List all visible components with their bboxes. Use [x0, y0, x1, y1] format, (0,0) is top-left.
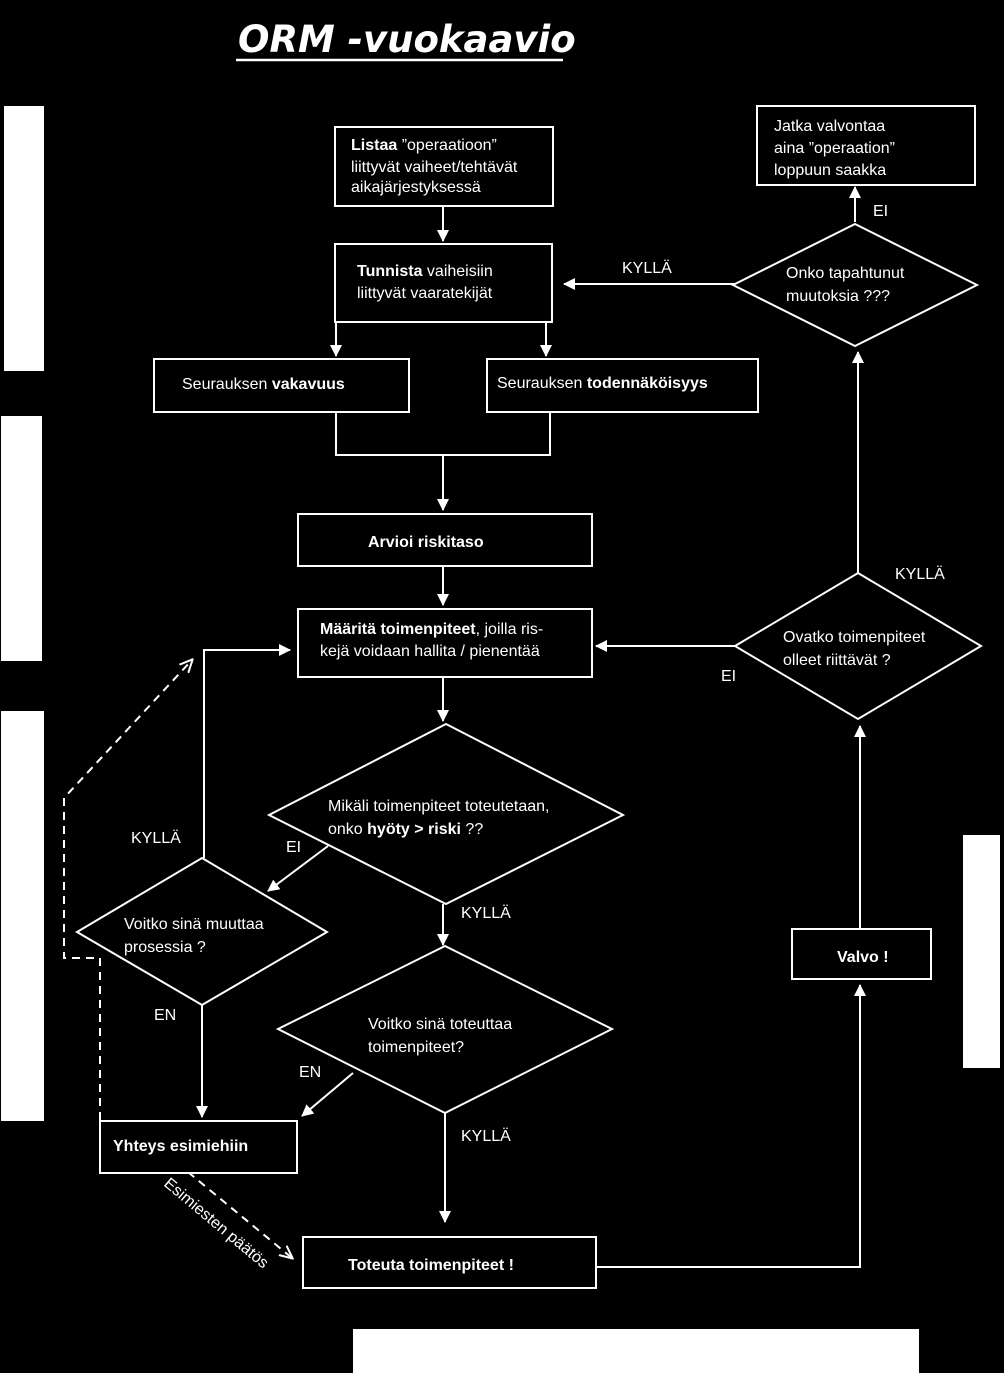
- label-ei-hyoty: EI: [286, 839, 301, 856]
- maarita-text: Määritä toimenpiteet, joilla ris- kejä v…: [320, 621, 548, 660]
- box-listaa: [334, 126, 554, 207]
- label-kylla-toteuttaa: KYLLÄ: [461, 1127, 511, 1145]
- tunnista-text: Tunnista vaiheisiin liittyvät vaaratekij…: [357, 263, 497, 302]
- todennakoisyys-text: Seurauksen todennäköisyys: [497, 375, 708, 392]
- edge-toteuttaa-yhteys: [301, 1072, 354, 1117]
- diamond-ovatko: [733, 571, 983, 721]
- diamond-toteuttaa: [275, 944, 615, 1115]
- onko-text: Onko tapahtunut muutoksia ???: [786, 265, 909, 305]
- valvo-text: Valvo !: [837, 949, 889, 966]
- label-kylla-ovatko: KYLLÄ: [895, 565, 945, 583]
- jatka-text: Jatka valvontaa aina ”operaation” loppuu…: [774, 118, 899, 179]
- diamond-hyoty: [266, 722, 626, 906]
- yhteys-text: Yhteys esimiehiin: [113, 1138, 248, 1155]
- box-todennakoisyys: [486, 358, 759, 413]
- box-vakavuus: [153, 358, 410, 413]
- hyoty-text: Mikäli toimenpiteet toteutetaan, onko hy…: [328, 798, 554, 838]
- label-ei-ovatko: EI: [721, 668, 736, 685]
- edge-hyoty-muuttaa: [267, 845, 329, 892]
- box-jatka: [756, 105, 976, 186]
- edge-merge: [335, 413, 551, 456]
- side-panel-left-top: [4, 106, 44, 371]
- box-maarita: [297, 608, 593, 678]
- edge-muuttaa-maarita: [203, 644, 291, 858]
- page-title: ORM -vuokaavio: [238, 18, 576, 61]
- listaa-text: Listaa ”operaatioon” liittyvät vaiheet/t…: [351, 137, 522, 196]
- box-valvo: [791, 928, 932, 980]
- box-yhteys: [99, 1120, 298, 1174]
- side-panel-right: [963, 835, 1000, 1068]
- edge-dashed-to-maarita: [63, 660, 192, 1120]
- box-tunnista: [334, 243, 553, 323]
- label-kylla-onko: KYLLÄ: [622, 259, 672, 277]
- edge-dashed-yhteys-toteuta: [187, 1171, 292, 1258]
- toteuta-text: Toteuta toimenpiteet !: [348, 1257, 514, 1274]
- diamond-onko: [730, 222, 980, 348]
- label-kylla-hyoty: KYLLÄ: [461, 904, 511, 922]
- toteuttaa-text: Voitko sinä toteuttaa toimenpiteet?: [368, 1016, 517, 1056]
- box-toteuta: [302, 1236, 597, 1289]
- muuttaa-text: Voitko sinä muuttaa prosessia ?: [124, 916, 268, 956]
- vakavuus-text: Seurauksen vakavuus: [182, 376, 345, 393]
- label-en-toteuttaa: EN: [299, 1064, 321, 1081]
- side-panel-left-bottom: [1, 711, 44, 1121]
- ovatko-text: Ovatko toimenpiteet olleet riittävät ?: [783, 629, 930, 669]
- side-panel-left-middle: [1, 416, 42, 661]
- box-arvioi: [297, 513, 593, 567]
- label-esimiesten-paatos: Esimiesten päätös: [160, 1175, 271, 1272]
- bottom-panel: [353, 1329, 919, 1373]
- diamond-muuttaa: [75, 856, 329, 1007]
- label-en-muuttaa: EN: [154, 1007, 176, 1024]
- label-ei-onko: EI: [873, 203, 888, 220]
- arvioi-text: Arvioi riskitaso: [368, 534, 484, 551]
- label-kylla-muuttaa: KYLLÄ: [131, 829, 181, 847]
- edge-toteuta-valvo: [597, 984, 866, 1268]
